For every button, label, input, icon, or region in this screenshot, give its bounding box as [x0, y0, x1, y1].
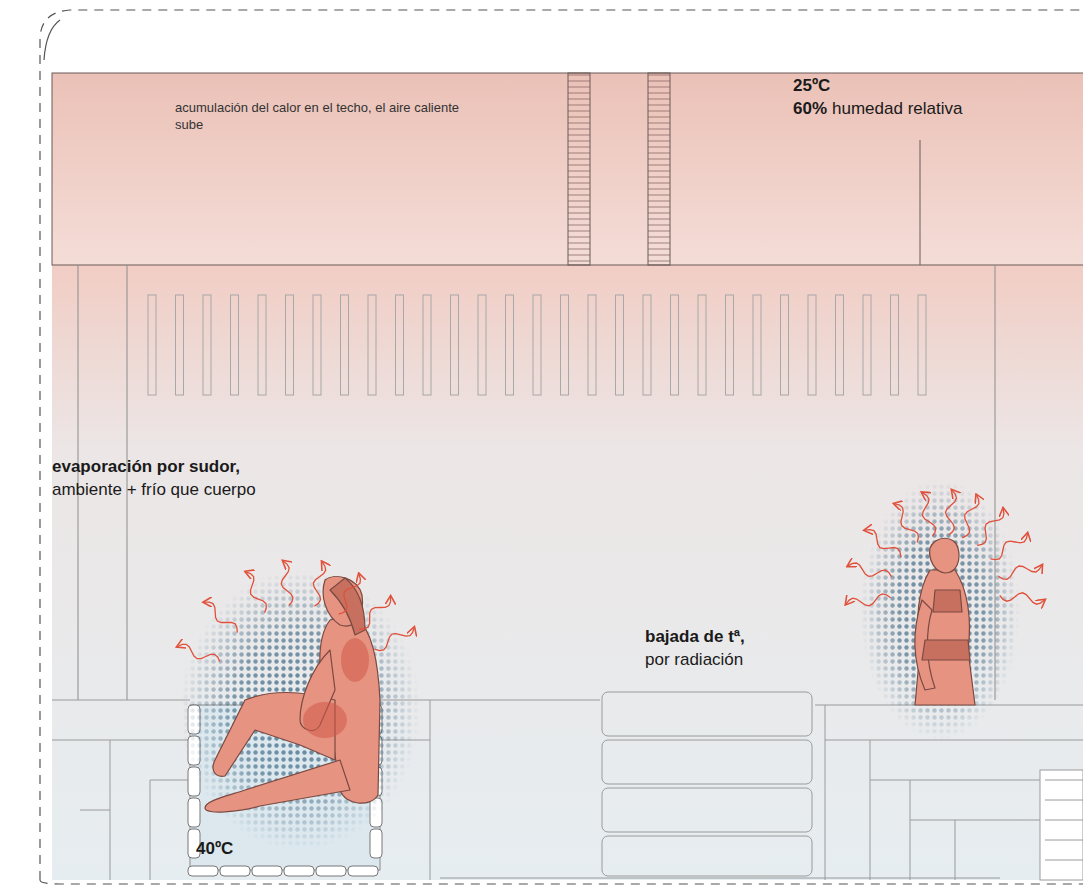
- humidity-value: 60%: [793, 98, 827, 120]
- evaporation-title: evaporación por sudor,: [52, 456, 240, 478]
- ceiling-note: acumulación del calor en el techo, el ai…: [175, 100, 475, 134]
- radiation-title: bajada de tª,: [645, 626, 745, 648]
- temperature-value: 25ºC: [793, 75, 830, 97]
- ceiling-band: acumulación del calor en el techo, el ai…: [52, 73, 1083, 265]
- pool-box: 40ºC: [190, 705, 380, 870]
- radiation-note: por radiación: [645, 649, 743, 671]
- pool-temperature: 40ºC: [196, 838, 233, 860]
- evaporation-note: ambiente + frío que cuerpo: [52, 479, 256, 501]
- humidity-label: humedad relativa: [832, 98, 962, 120]
